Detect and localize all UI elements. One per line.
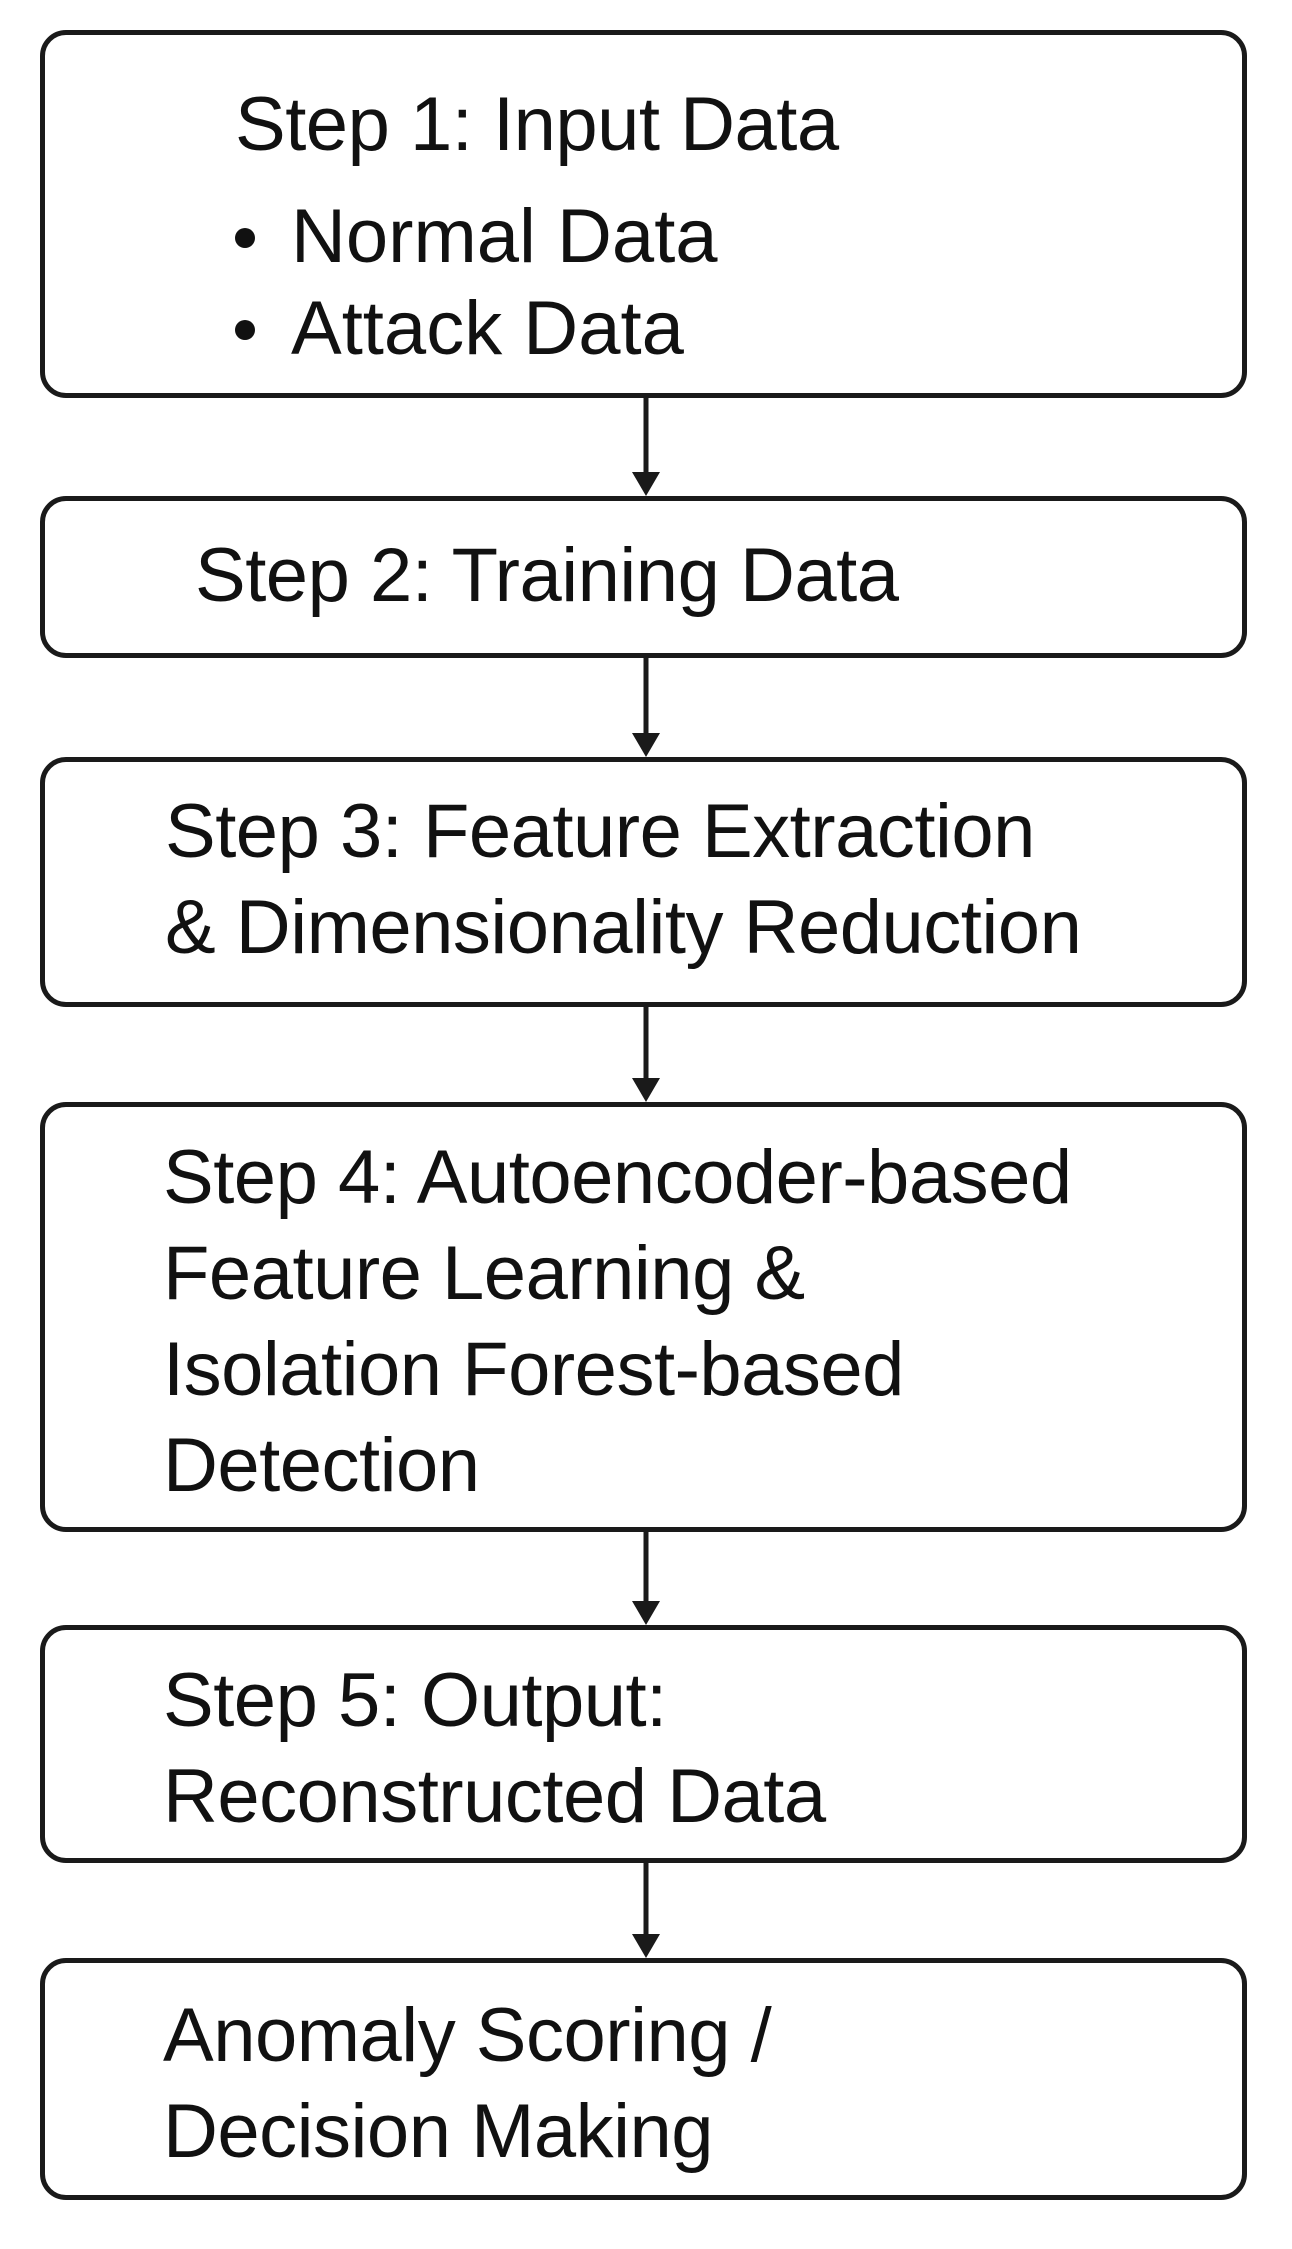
- step-3-title: Step 3: Feature Extraction & Dimensional…: [165, 789, 1082, 970]
- decision-title: Anomaly Scoring / Decision Making: [163, 1993, 772, 2174]
- step-5-box: Step 5: Output: Reconstructed Data: [40, 1625, 1247, 1863]
- step-1-box: Step 1: Input Data Normal Data Attack Da…: [40, 30, 1247, 398]
- arrow-step-4-to-5: [632, 1532, 660, 1625]
- arrow-step-3-to-4: [632, 1007, 660, 1102]
- bullet-item-attack-data: Attack Data: [227, 283, 718, 375]
- step-1-bullet-list: Normal Data Attack Data: [227, 191, 718, 375]
- step-4-box: Step 4: Autoencoder-based Feature Learni…: [40, 1102, 1247, 1532]
- step-1-title: Step 1: Input Data: [235, 82, 839, 167]
- arrow-step-5-to-decision: [632, 1863, 660, 1958]
- arrow-step-1-to-2: [632, 398, 660, 496]
- bullet-item-normal-data: Normal Data: [227, 191, 718, 283]
- step-5-title: Step 5: Output: Reconstructed Data: [163, 1658, 826, 1839]
- step-3-box: Step 3: Feature Extraction & Dimensional…: [40, 757, 1247, 1007]
- step-2-title: Step 2: Training Data: [195, 533, 899, 618]
- decision-box: Anomaly Scoring / Decision Making: [40, 1958, 1247, 2200]
- step-4-title: Step 4: Autoencoder-based Feature Learni…: [163, 1135, 1072, 1508]
- arrow-step-2-to-3: [632, 658, 660, 757]
- step-2-box: Step 2: Training Data: [40, 496, 1247, 658]
